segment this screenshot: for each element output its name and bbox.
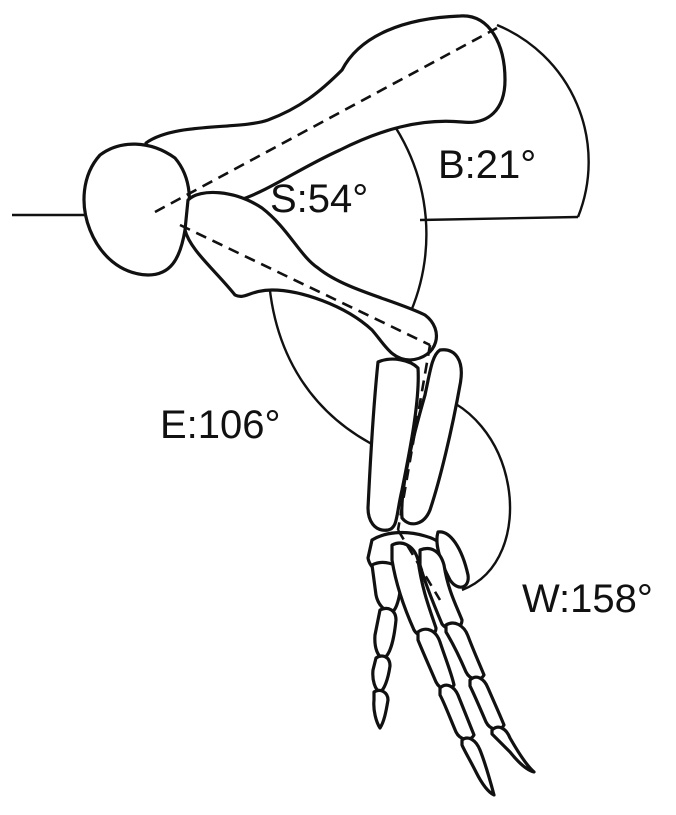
ulna-bone: [400, 348, 463, 526]
digit-three: [418, 546, 536, 774]
body-angle-arc: [419, 23, 590, 222]
coracoid-bone: [82, 142, 191, 277]
humerus-bone: [183, 190, 439, 362]
shoulder-angle-label: S:54°: [270, 177, 368, 221]
elbow-angle-arc: [266, 262, 396, 457]
digit-two: [390, 541, 496, 797]
body-axis-line: [154, 26, 498, 214]
radius-bone: [366, 357, 420, 532]
humerus-axis-line: [179, 223, 431, 347]
forearm-axis-line: [396, 344, 432, 531]
elbow-angle-label: E:106°: [160, 403, 281, 447]
body-angle-label: B:21°: [438, 143, 536, 187]
hand-axis-line: [396, 529, 442, 601]
wrist-angle-label: W:158°: [522, 577, 653, 621]
digit-one: [370, 560, 404, 730]
